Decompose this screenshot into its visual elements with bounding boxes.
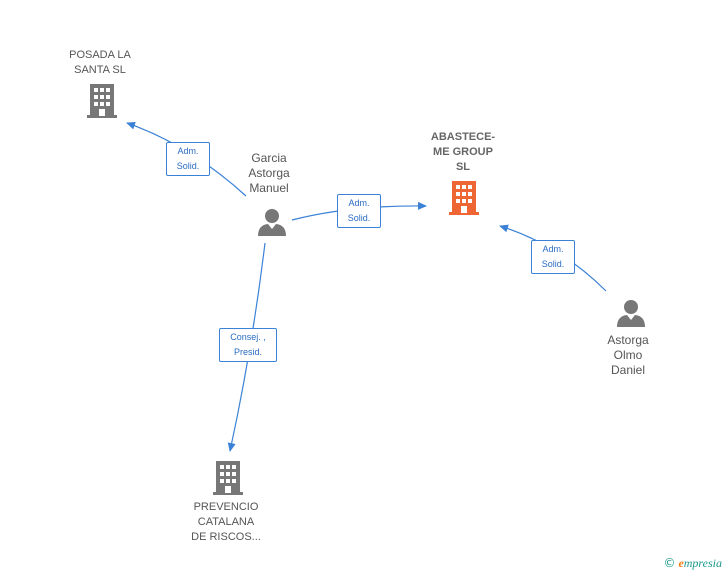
edge-label-garcia-prevencio[interactable]: Consej. , Presid.: [219, 328, 277, 362]
brand-initial: e: [678, 556, 684, 570]
person-icon[interactable]: [257, 207, 287, 237]
edge-label-astorga-abastece[interactable]: Adm. Solid.: [531, 240, 575, 274]
person-icon[interactable]: [616, 298, 646, 328]
company-label-prevencio[interactable]: PREVENCIO CATALANA DE RISCOS...: [191, 501, 261, 543]
edge-label-garcia-posada[interactable]: Adm. Solid.: [166, 142, 210, 176]
brand-footer: © empresia: [663, 556, 722, 571]
company-label-abastece[interactable]: ABASTECE- ME GROUP SL: [430, 131, 496, 173]
brand-name: mpresia: [683, 556, 722, 570]
company-label-posada[interactable]: POSADA LA SANTA SL: [69, 49, 131, 76]
building-icon[interactable]: [86, 83, 118, 119]
building-icon[interactable]: [448, 180, 480, 216]
copyright-icon: ©: [663, 556, 676, 570]
person-label-astorga[interactable]: Astorga Olmo Daniel: [607, 333, 649, 377]
building-icon[interactable]: [212, 460, 244, 496]
edge-label-garcia-abastece[interactable]: Adm. Solid.: [337, 194, 381, 228]
person-label-garcia[interactable]: Garcia Astorga Manuel: [248, 151, 290, 195]
